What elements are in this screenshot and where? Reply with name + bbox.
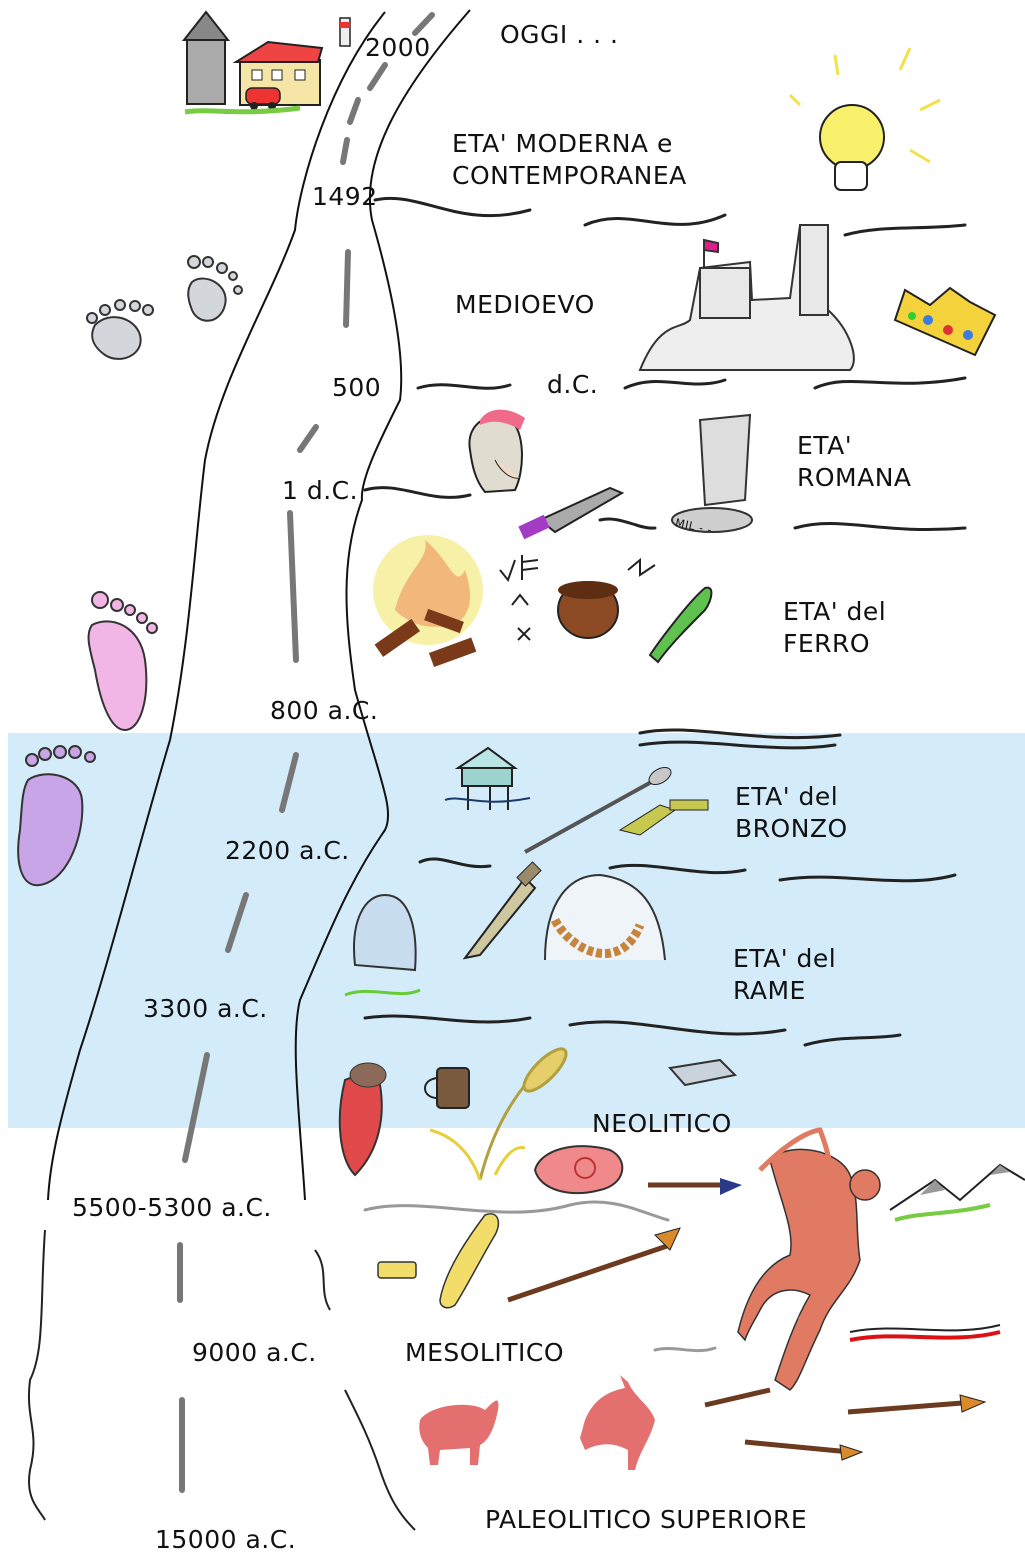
footprint-icon xyxy=(87,256,242,359)
bow-archer-icon xyxy=(738,1130,880,1390)
necklace-icon xyxy=(545,875,665,960)
sword-icon xyxy=(518,488,622,539)
crown-icon xyxy=(895,288,995,355)
scribble xyxy=(345,1390,415,1530)
cup-icon xyxy=(425,1068,469,1108)
footprint-icon xyxy=(89,592,157,730)
date-label: 1 d.C. xyxy=(282,476,358,505)
era-label-line: ETA' del xyxy=(783,596,886,628)
era-label-rame: ETA' del RAME xyxy=(733,943,836,1007)
era-label-line: FERRO xyxy=(783,628,886,660)
date-label: 15000 a.C. xyxy=(155,1525,296,1554)
castle-icon xyxy=(640,225,854,370)
figurine-icon xyxy=(650,588,711,662)
era-label-line: CONTEMPORANEA xyxy=(452,160,687,192)
era-label-oggi: OGGI . . . xyxy=(500,20,618,49)
arrow-feathers xyxy=(720,1178,742,1195)
spiral-stone-icon xyxy=(535,1146,622,1193)
deer-icon xyxy=(580,1375,655,1470)
bead-icon xyxy=(378,1262,416,1278)
stilt-house-icon xyxy=(445,748,530,810)
date-label: 5500-5300 a.C. xyxy=(72,1193,272,1222)
dagger-icon xyxy=(465,862,541,958)
era-label-line: BRONZO xyxy=(735,813,848,845)
era-label-neolitico: NEOLITICO xyxy=(592,1109,732,1138)
era-label-dc: d.C. xyxy=(547,370,598,399)
mountain-icon xyxy=(890,1165,1025,1220)
era-label-line: ETA' MODERNA e xyxy=(452,128,687,160)
vase-icon xyxy=(558,581,618,638)
date-label: 2000 xyxy=(365,33,431,62)
amphora-icon xyxy=(340,1063,386,1175)
date-label: 800 a.C. xyxy=(270,696,378,725)
era-label-bronzo: ETA' del BRONZO xyxy=(735,781,848,845)
footprint-icon xyxy=(18,746,95,885)
date-label: 500 xyxy=(332,373,381,402)
era-label-moderna: ETA' MODERNA e CONTEMPORANEA xyxy=(452,128,687,192)
column-icon xyxy=(672,415,752,532)
era-label-line: ETA' del xyxy=(733,943,836,975)
date-label: 2200 a.C. xyxy=(225,836,350,865)
era-label-paleolitico: PALEOLITICO SUPERIORE xyxy=(485,1505,807,1534)
era-label-line: ROMANA xyxy=(797,462,912,494)
bone-tool-icon xyxy=(440,1214,498,1308)
bull-icon xyxy=(419,1401,498,1465)
statue-stele-icon xyxy=(345,895,420,995)
era-label-romana: ETA' ROMANA xyxy=(797,430,912,494)
stone-tablet-icon xyxy=(670,1060,735,1085)
lightbulb-icon xyxy=(790,48,940,190)
red-boundary xyxy=(850,1332,1000,1340)
era-label-line: ETA' del xyxy=(735,781,848,813)
car-icon xyxy=(246,88,280,110)
era-label-ferro: ETA' del FERRO xyxy=(783,596,886,660)
spear-icon xyxy=(525,764,708,852)
era-label-line: ETA' xyxy=(797,430,912,462)
roman-helmet-icon xyxy=(469,410,525,492)
era-label-medioevo: MEDIOEVO xyxy=(455,290,595,319)
date-label: 3300 a.C. xyxy=(143,994,268,1023)
era-label-mesolitico: MESOLITICO xyxy=(405,1338,564,1367)
date-label: 1492 xyxy=(312,182,378,211)
date-label: 9000 a.C. xyxy=(192,1338,317,1367)
fire-icon xyxy=(373,535,483,667)
scribble xyxy=(29,1230,45,1520)
era-label-line: RAME xyxy=(733,975,836,1007)
scribble xyxy=(315,1250,330,1310)
